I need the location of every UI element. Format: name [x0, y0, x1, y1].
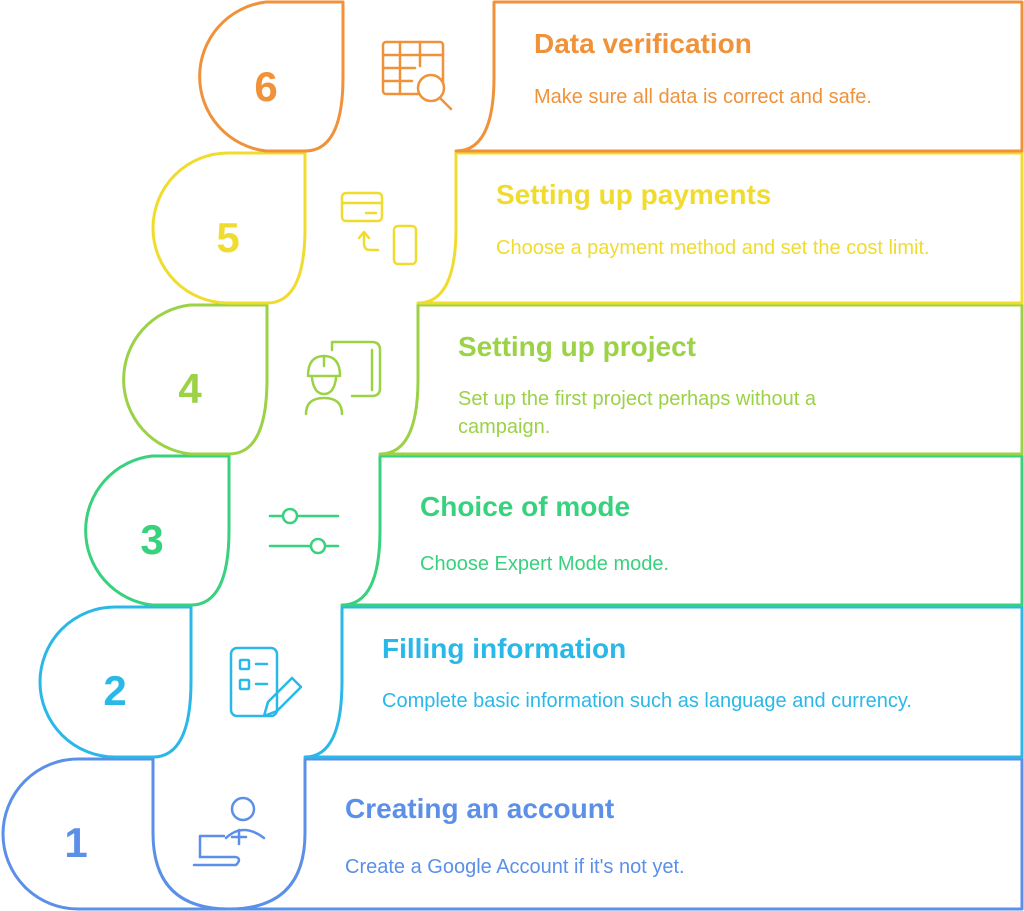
- step-4-title: Setting up project: [458, 331, 696, 362]
- card-phone-payment-icon: [340, 191, 418, 266]
- user-add-laptop-icon: [192, 796, 266, 867]
- step-6-number: 6: [254, 63, 277, 110]
- step-3-shape: [84, 454, 1024, 607]
- engineer-blueprint-icon: [304, 340, 382, 416]
- step-2-description: Complete basic information such as langu…: [382, 690, 912, 712]
- step-5-number: 5: [216, 214, 239, 261]
- step-5-shape: [151, 151, 1024, 305]
- step-1-number: 1: [64, 819, 87, 866]
- checklist-pencil-icon: [229, 646, 303, 718]
- step-6-title: Data verification: [534, 28, 752, 59]
- step-1-description: Create a Google Account if it's not yet.: [345, 856, 685, 878]
- step-2-number: 2: [103, 667, 126, 714]
- step-3-title: Choice of mode: [420, 491, 631, 522]
- step-4-description: Set up the first project perhaps without…: [458, 388, 816, 438]
- step-1-shape: [1, 757, 1024, 911]
- step-5-title: Setting up payments: [496, 179, 772, 210]
- step-6-shape: [198, 0, 1024, 153]
- sliders-icon: [268, 507, 340, 555]
- step-6-description: Make sure all data is correct and safe.: [534, 86, 872, 108]
- step-4-shape: [122, 303, 1024, 456]
- step-1-title: Creating an account: [345, 793, 615, 824]
- step-2-title: Filling information: [382, 633, 627, 664]
- step-5-description: Choose a payment method and set the cost…: [496, 237, 930, 259]
- step-2-shape: [38, 605, 1024, 759]
- step-3-description: Choose Expert Mode mode.: [420, 553, 670, 575]
- step-4-number: 4: [178, 365, 202, 412]
- step-3-number: 3: [140, 516, 163, 563]
- table-magnifier-icon: [381, 40, 453, 111]
